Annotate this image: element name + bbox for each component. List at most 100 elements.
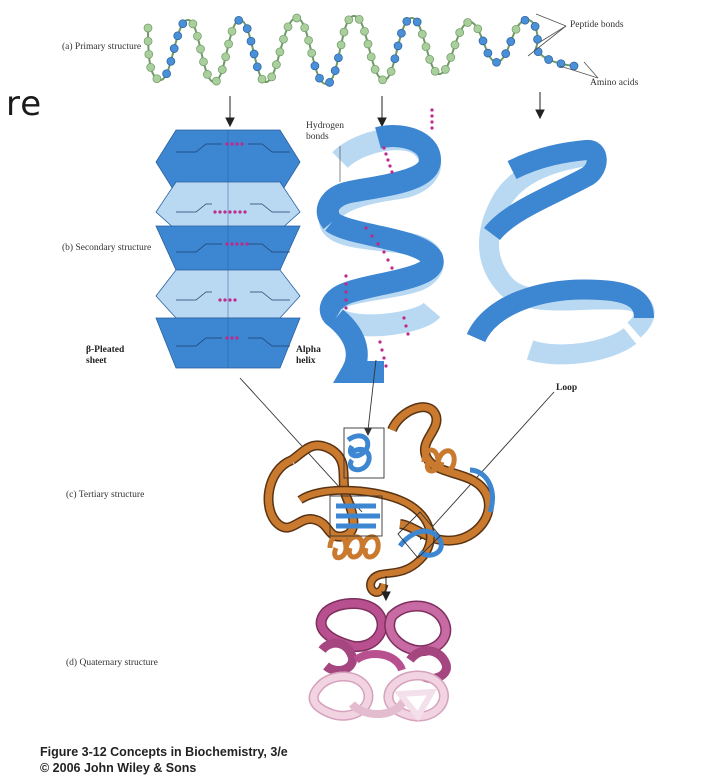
amino-acid-bead (483, 48, 493, 58)
amino-acid-bead (315, 73, 324, 83)
primary-to-secondary-arrows (225, 92, 545, 128)
amino-acid-bead (478, 36, 488, 46)
amino-acid-bead (393, 41, 403, 51)
amino-acid-bead (162, 69, 171, 79)
amino-acid-bead (283, 22, 293, 32)
beta-pleated-sheet (155, 129, 301, 369)
amino-acid-bead (430, 66, 440, 76)
amino-acid-bead (520, 15, 530, 25)
tertiary-structure (263, 402, 495, 597)
amino-acid-bead (169, 44, 179, 53)
amino-acid-bead (173, 31, 183, 41)
amino-acid-bead (272, 60, 281, 69)
label-alpha-helix-line1: Alpha (296, 345, 321, 355)
amino-acid-bead (339, 27, 349, 37)
amino-acid-bead (446, 53, 456, 62)
amino-acid-bead (370, 65, 380, 74)
amino-acid-bead (325, 78, 334, 87)
amino-acid-bead (217, 65, 227, 74)
amino-acid-bead (304, 35, 313, 45)
primary-amino-acid-beads (143, 13, 579, 87)
label-loop: Loop (556, 383, 578, 393)
amino-acid-bead (506, 37, 516, 46)
amino-acid-bead (249, 49, 259, 59)
amino-acid-bead (455, 28, 465, 37)
label-beta-pleated-line2: sheet (86, 356, 107, 366)
amino-acid-bead (310, 61, 320, 71)
amino-acid-bead (412, 17, 422, 27)
label-tertiary-structure: (c) Tertiary structure (66, 490, 145, 500)
amino-acid-bead (203, 70, 212, 79)
label-hydrogen-bonds-line1: Hydrogen (306, 121, 344, 131)
amino-acid-bead (363, 39, 373, 49)
figure-caption: Figure 3-12 Concepts in Biochemistry, 3/… (40, 744, 288, 776)
caption-line1: Figure 3-12 Concepts in Biochemistry, 3/… (40, 745, 288, 759)
amino-acid-bead (330, 66, 340, 75)
amino-acid-bead (193, 31, 202, 41)
amino-acid-bead (402, 16, 412, 26)
caption-line2: © 2006 John Wiley & Sons (40, 761, 197, 775)
amino-acid-bead (242, 24, 252, 33)
tertiary-to-quaternary-arrow (381, 576, 391, 602)
amino-acid-bead (196, 44, 205, 54)
primary-structure-chain (143, 13, 579, 87)
amino-acid-bead (390, 54, 400, 64)
amino-acid-bead (533, 34, 542, 44)
label-beta-pleated-sheet: β-Pleated sheet (86, 345, 124, 367)
amino-acid-bead (344, 15, 354, 25)
amino-acid-bead (234, 15, 244, 25)
amino-acid-bead (307, 48, 317, 58)
label-beta-pleated-line1: β-Pleated (86, 345, 125, 355)
amino-acid-bead (544, 55, 553, 64)
amino-acid-bead (492, 57, 501, 67)
amino-acid-bead (227, 26, 237, 36)
amino-acid-bead (533, 47, 543, 57)
amino-acid-bead (511, 24, 521, 34)
amino-acid-bead (257, 74, 267, 84)
label-hydrogen-bonds: Hydrogen bonds (306, 121, 344, 143)
amino-acid-bead (144, 49, 154, 59)
label-peptide-bonds: Peptide bonds (570, 20, 624, 30)
amino-acid-bead (501, 49, 511, 58)
amino-acid-bead (199, 57, 208, 67)
amino-acid-bead (252, 62, 262, 72)
amino-acid-bead (246, 36, 256, 46)
amino-acid-bead (473, 24, 483, 34)
alpha-helix-ribbon (316, 108, 444, 383)
label-amino-acids: Amino acids (590, 78, 639, 88)
amino-acid-bead (224, 39, 233, 49)
amino-acid-bead (334, 53, 343, 63)
amino-acid-bead (292, 13, 302, 23)
label-quaternary-structure: (d) Quaternary structure (66, 658, 158, 668)
amino-acid-bead (556, 59, 566, 69)
amino-acid-bead (300, 23, 310, 33)
amino-acid-bead (569, 61, 579, 71)
amino-acid-bead (188, 19, 198, 29)
amino-acid-bead (166, 56, 176, 66)
label-primary-structure: (a) Primary structure (62, 42, 142, 52)
amino-acid-bead (178, 19, 188, 29)
amino-acid-bead (360, 26, 369, 36)
amino-acid-bead (421, 42, 431, 52)
amino-acid-bead (441, 65, 450, 74)
amino-acid-bead (530, 22, 540, 31)
amino-acid-bead (221, 52, 231, 62)
amino-acid-bead (143, 36, 153, 46)
label-hydrogen-bonds-line2: bonds (306, 132, 329, 142)
amino-acid-bead (336, 40, 346, 50)
amino-acid-bead (354, 14, 364, 24)
label-secondary-structure: (b) Secondary structure (62, 243, 152, 253)
amino-acid-bead (425, 55, 435, 64)
amino-acid-bead (417, 29, 427, 39)
amino-acid-bead (279, 34, 288, 44)
primary-pointer-lines (527, 13, 599, 79)
amino-acid-bead (378, 75, 387, 85)
cropped-title-fragment: re (6, 84, 43, 124)
amino-acid-bead (450, 40, 460, 50)
loop-ribbon (466, 140, 655, 365)
amino-acid-bead (397, 28, 406, 38)
amino-acid-bead (275, 47, 285, 57)
secondary-to-tertiary-lines (239, 359, 555, 540)
